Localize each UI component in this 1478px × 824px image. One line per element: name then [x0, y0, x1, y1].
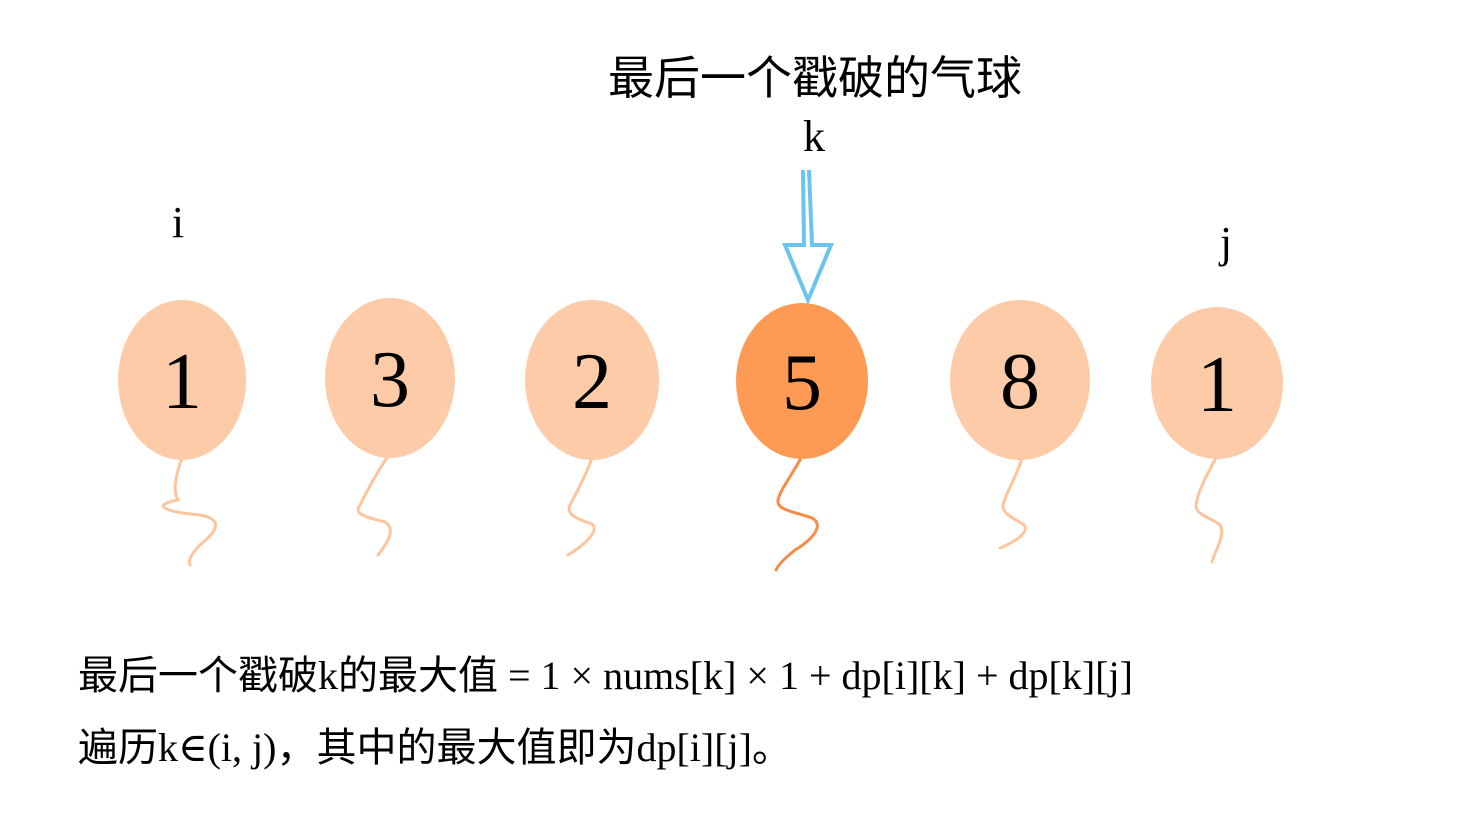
balloon-string — [566, 456, 596, 557]
balloon-body — [325, 298, 455, 458]
balloon-value: 8 — [1000, 338, 1040, 426]
balloon: 1 — [118, 300, 246, 460]
balloon-value: 1 — [1197, 341, 1237, 429]
balloon-value: 5 — [782, 339, 822, 427]
down-arrow-icon — [781, 169, 835, 306]
balloon-string — [774, 456, 819, 572]
marker-j: j — [1219, 218, 1233, 267]
balloon-string — [356, 454, 392, 557]
balloon-string — [1194, 456, 1224, 564]
balloon-string — [161, 456, 217, 567]
diagram-title: 最后一个戳破的气球 — [608, 51, 1022, 105]
balloon-body — [1151, 307, 1283, 459]
balloon: 3 — [325, 298, 455, 458]
caption-conclusion: 遍历k∈(i, j)，其中的最大值即为dp[i][j]。 — [78, 725, 792, 770]
balloon-value: 1 — [162, 338, 202, 426]
balloon-body — [525, 300, 659, 460]
balloon-body — [950, 300, 1090, 460]
balloon-string — [998, 456, 1027, 550]
balloon-k-highlighted: 5 — [736, 303, 868, 459]
balloon-body — [736, 303, 868, 459]
balloon: 1 — [1151, 307, 1283, 459]
marker-k: k — [803, 112, 825, 161]
balloon: 2 — [525, 300, 659, 460]
balloon-value: 3 — [370, 336, 410, 424]
balloon: 8 — [950, 300, 1090, 460]
marker-i: i — [171, 198, 185, 247]
caption-formula: 最后一个戳破k的最大值 = 1 × nums[k] × 1 + dp[i][k]… — [78, 653, 1133, 698]
balloon-body — [118, 300, 246, 460]
balloon-value: 2 — [572, 338, 612, 426]
